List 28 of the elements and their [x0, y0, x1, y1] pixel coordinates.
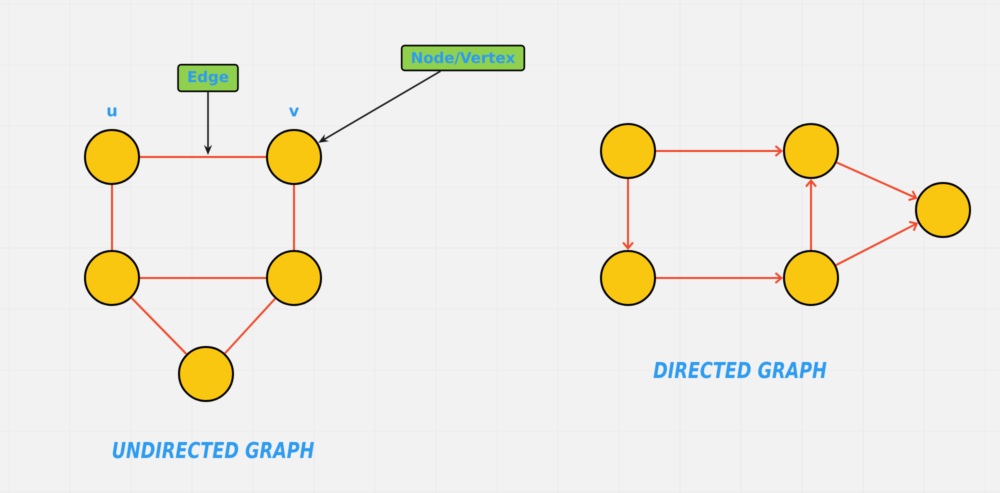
- circle-node: [783, 123, 839, 179]
- edge-line: [140, 277, 266, 279]
- graph-title: UNDIRECTED GRAPH: [112, 442, 314, 458]
- circle-node: [600, 250, 656, 306]
- circle-node: [84, 129, 140, 185]
- arrow: [836, 162, 918, 202]
- circle-node: [915, 182, 971, 238]
- node-label: v: [289, 108, 299, 116]
- edge-line: [130, 297, 188, 355]
- node-label: u: [108, 108, 116, 116]
- circle-node: [266, 250, 322, 306]
- edge-line: [111, 185, 113, 250]
- arrow: [656, 145, 784, 157]
- callout-box: Node/Vertex: [400, 44, 526, 72]
- edge-line: [224, 298, 276, 354]
- arrow: [656, 272, 784, 284]
- circle-node: [178, 346, 234, 402]
- graph-title: DIRECTED GRAPH: [654, 362, 826, 378]
- circle-node: [600, 123, 656, 179]
- arrow: [805, 179, 817, 250]
- arrow: [622, 179, 634, 250]
- circle-node: [266, 129, 322, 185]
- circle-node: [783, 250, 839, 306]
- edge-line: [140, 156, 266, 158]
- arrow: [835, 220, 918, 266]
- circle-node: [84, 250, 140, 306]
- edge-line: [293, 185, 295, 250]
- callout-box: Edge: [177, 64, 239, 92]
